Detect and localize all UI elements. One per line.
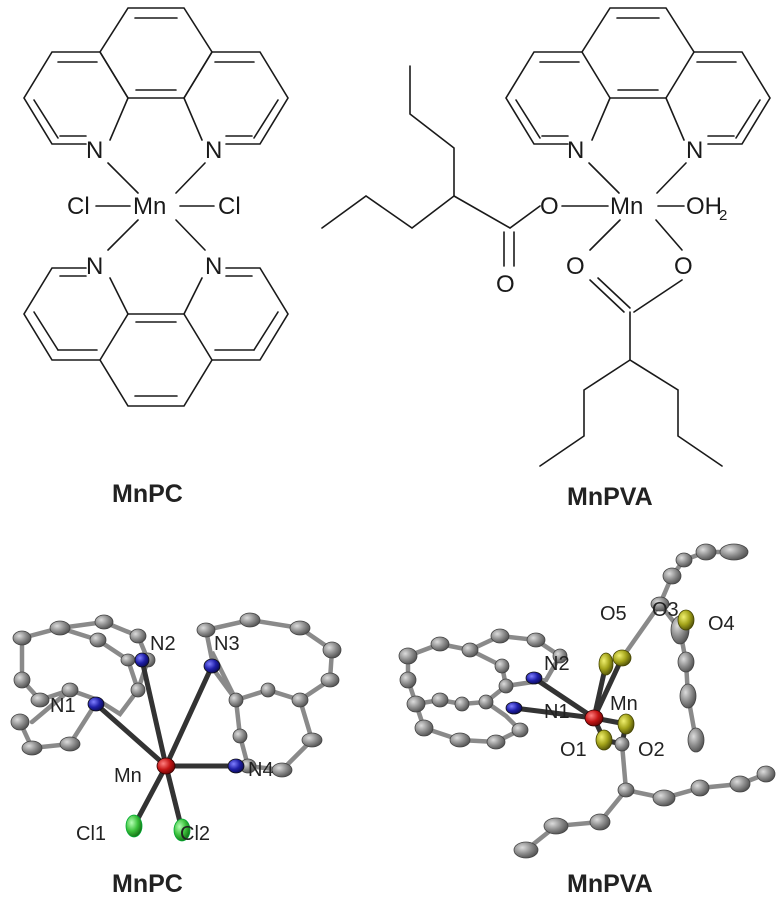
mn-atom-mnpva	[584, 709, 604, 727]
caption-mnpc-bottom: MnPC	[112, 870, 183, 898]
label-o3: O3	[652, 599, 679, 621]
atom-n-right-mnpva: N	[686, 137, 703, 164]
mn-atom	[156, 757, 176, 775]
caption-mnpva-bottom: MnPVA	[567, 870, 653, 898]
label-o1: O1	[560, 739, 587, 761]
mnpva-structural-formula: N N O O Mn OH 2 O O	[321, 7, 771, 467]
label-cl1: Cl1	[76, 823, 106, 845]
o2-atom	[617, 713, 635, 735]
atom-o-carbonyl: O	[496, 271, 515, 298]
phenanthroline-bottom	[23, 267, 289, 407]
label-n3: N3	[214, 633, 240, 655]
n4-atom	[227, 758, 245, 774]
label-n1-mnpva: N1	[544, 701, 570, 723]
n1-atom-mnpva	[505, 701, 523, 715]
n1-atom	[87, 696, 105, 712]
atom-mn: Mn	[133, 193, 166, 220]
o5-atom	[598, 652, 614, 676]
label-n1: N1	[50, 695, 76, 717]
label-n2: N2	[150, 633, 176, 655]
label-n4: N4	[248, 759, 274, 781]
n2-atom	[134, 652, 150, 668]
o3-atom	[612, 649, 632, 667]
label-o5: O5	[600, 603, 627, 625]
caption-mnpva-top: MnPVA	[567, 483, 653, 511]
label-o2: O2	[638, 739, 665, 761]
mnpc-crystal-structure: N1 N2 N3 N4 Mn Cl1 Cl2	[10, 612, 342, 845]
label-cl2: Cl2	[180, 823, 210, 845]
atom-oh-water: OH	[686, 193, 722, 220]
atom-o-left: O	[540, 193, 559, 220]
atom-n-left-mnpva: N	[567, 137, 584, 164]
mnpc-structural-formula: N N Cl Mn Cl N N	[23, 7, 289, 407]
atom-cl-right: Cl	[218, 193, 241, 220]
n2-atom-mnpva	[525, 671, 543, 685]
n3-atom	[203, 658, 221, 674]
water-subscript: 2	[719, 207, 727, 224]
caption-mnpc-top: MnPC	[112, 480, 183, 508]
label-n2-mnpva: N2	[544, 653, 570, 675]
cl1-atom	[125, 814, 143, 838]
atom-n-top-right: N	[205, 137, 222, 164]
label-mn: Mn	[114, 765, 142, 787]
atom-n-bottom-left: N	[86, 253, 103, 280]
o4-atom	[677, 609, 695, 631]
phenanthroline-mnpva	[505, 7, 771, 145]
phenanthroline-top	[23, 7, 289, 145]
label-o4: O4	[708, 613, 735, 635]
atom-n-top-left: N	[86, 137, 103, 164]
atom-o-chelate-left: O	[566, 253, 585, 280]
cl2-atom	[173, 818, 191, 842]
atom-o-chelate-right: O	[674, 253, 693, 280]
atom-cl-left: Cl	[67, 193, 90, 220]
mnpva-crystal-structure: O5 O3 O4 N2 N1 Mn O1 O2	[398, 543, 776, 859]
label-mn-mnpva: Mn	[610, 693, 638, 715]
atom-mn-mnpva: Mn	[610, 193, 643, 220]
o1-atom	[595, 729, 613, 751]
atom-n-bottom-right: N	[205, 253, 222, 280]
